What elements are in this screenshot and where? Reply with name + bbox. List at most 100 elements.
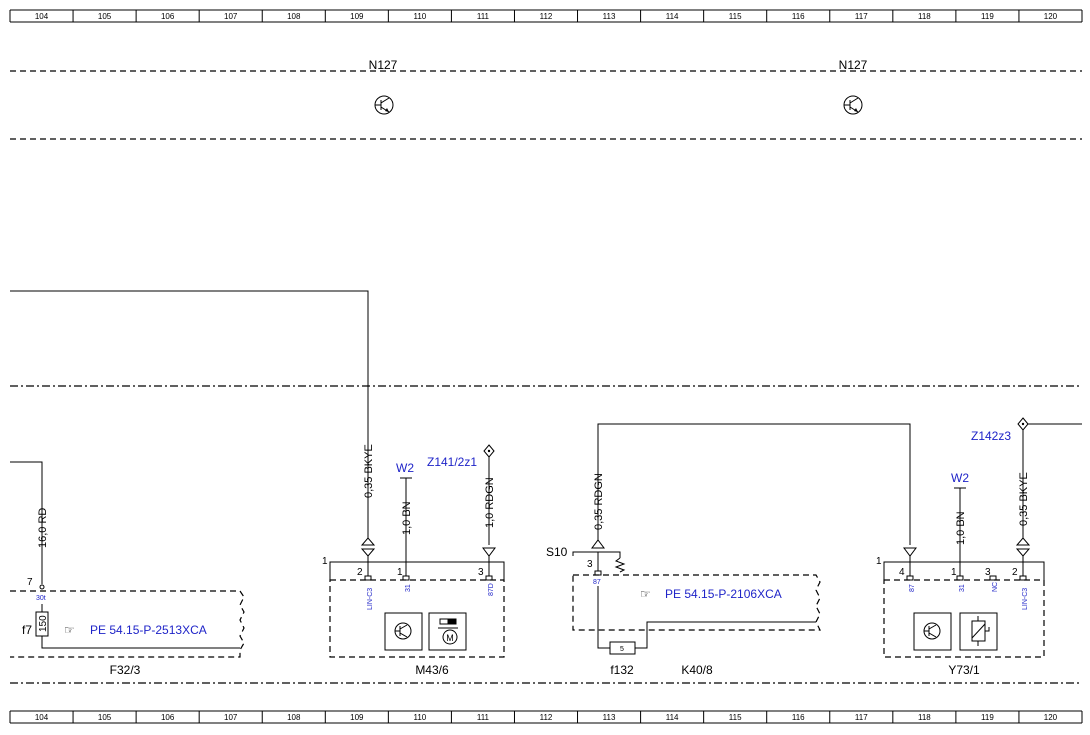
ruler-number: 120 — [1044, 713, 1058, 722]
reference-link-2106[interactable]: PE 54.15-P-2106XCA — [665, 587, 782, 601]
pin-label: 87 — [593, 579, 601, 586]
component-label-y73-1: Y73/1 — [948, 663, 980, 677]
ruler-number: 113 — [603, 12, 616, 21]
pin-label: 1 — [322, 556, 328, 567]
pin-label: 3 — [478, 567, 484, 578]
pin-label: 4 — [899, 567, 905, 578]
pin-label: 1 — [397, 567, 403, 578]
resistor-icon — [614, 557, 626, 573]
connector-w2-b[interactable]: W2 — [951, 471, 969, 485]
ruler-number: 117 — [855, 713, 868, 722]
component-box-y73-1[interactable] — [883, 579, 1045, 658]
ruler-number: 112 — [540, 713, 553, 722]
connector-arrow-icon — [591, 539, 605, 549]
pin-label: LIN-C3 — [367, 588, 374, 610]
component-label-k40-8: K40/8 — [681, 663, 713, 677]
pin-label: 3 — [985, 567, 991, 578]
ruler-number: 116 — [792, 12, 805, 21]
pin-label: 1 — [876, 556, 882, 567]
pin-label: 3 — [587, 559, 593, 570]
transistor-icon — [374, 95, 394, 115]
transistor-icon — [843, 95, 863, 115]
fuse-label-f132: f132 — [610, 663, 634, 677]
ruler-number: 109 — [350, 12, 364, 21]
ruler-number: 119 — [981, 713, 994, 722]
pin-label: 2 — [1012, 567, 1018, 578]
ruler-number: 111 — [477, 713, 490, 722]
ruler-number: 104 — [35, 713, 49, 722]
wire-label-rdgn-2: 0,35 RDGN — [593, 473, 605, 530]
ruler-number: 118 — [918, 713, 931, 722]
ruler-number: 110 — [413, 12, 426, 21]
ruler-number: 111 — [477, 12, 490, 21]
fuse-rating: 150 — [38, 615, 49, 632]
ruler-number: 110 — [413, 713, 426, 722]
ruler-number: 120 — [1044, 12, 1058, 21]
connector-arrow-icon — [482, 547, 496, 557]
component-label-m43-6: M43/6 — [415, 663, 449, 677]
ruler-number: 108 — [287, 713, 301, 722]
ruler-number: 107 — [224, 713, 238, 722]
valve-icon — [959, 612, 998, 651]
ruler-number: 115 — [729, 713, 742, 722]
pin-label: 31 — [405, 584, 412, 592]
ruler-number: 118 — [918, 12, 931, 21]
ruler-number: 115 — [729, 12, 742, 21]
wire-label-bn-2: 1,0 BN — [955, 511, 967, 545]
pin-label: NC — [992, 582, 999, 592]
pin-label: 7 — [27, 577, 33, 588]
component-label-n127-left: N127 — [369, 58, 398, 72]
reference-link-2513[interactable]: PE 54.15-P-2513XCA — [90, 623, 207, 637]
transistor-icon — [384, 612, 423, 651]
pin-label: 1 — [951, 567, 957, 578]
component-label-n127-right: N127 — [839, 58, 868, 72]
connector-arrow-icon — [360, 537, 376, 576]
ruler-number: 106 — [161, 713, 175, 722]
connector-w2-a[interactable]: W2 — [396, 461, 414, 475]
hand-pointer-icon: ☞ — [64, 623, 75, 637]
ruler-number: 119 — [981, 12, 994, 21]
ruler-number: 104 — [35, 12, 49, 21]
hand-pointer-icon: ☞ — [640, 587, 651, 601]
wire-label-bn-1: 1,0 BN — [401, 501, 413, 535]
motor-icon: M — [428, 612, 467, 651]
ruler-number: 114 — [666, 713, 679, 722]
connector-arrow-icon — [1015, 537, 1031, 576]
ruler-number: 107 — [224, 12, 238, 21]
ruler-number: 114 — [666, 12, 679, 21]
wire-rdgn-2[interactable] — [597, 423, 911, 545]
component-box-m43-6[interactable] — [329, 579, 505, 658]
ruler-number: 106 — [161, 12, 175, 21]
pin-label: 87D — [488, 583, 495, 596]
ruler-number: 105 — [98, 713, 112, 722]
wire-label-16rd: 16,0 RD — [37, 508, 49, 548]
connector-z141[interactable]: Z141/2z1 — [427, 455, 477, 469]
ruler-number: 108 — [287, 12, 301, 21]
ruler-number: 105 — [98, 12, 112, 21]
pin-label: 87 — [909, 584, 916, 592]
connector-z142[interactable]: Z142z3 — [971, 429, 1011, 443]
pin-label: 2 — [357, 567, 363, 578]
connector-arrow-icon — [903, 547, 917, 557]
fuse-icon — [35, 604, 240, 649]
transistor-icon — [913, 612, 952, 651]
wire-label-bkye-1: 0,35 BKYE — [363, 444, 375, 498]
ruler-top: 104 105 106 107 108 109 110 111 112 113 114 115 116 1… — [9, 9, 1083, 23]
pin-label: 30t — [36, 595, 46, 602]
wire-bkye-1[interactable] — [10, 290, 369, 545]
ruler-number: 117 — [855, 12, 868, 21]
ruler-number: 112 — [540, 12, 553, 21]
wire-16rd[interactable] — [10, 461, 43, 584]
component-label-f32-3: F32/3 — [110, 663, 141, 677]
wire-label-bkye-2: 0,35 BKYE — [1018, 472, 1030, 526]
wire-label-rdgn-1: 1,0 RDGN — [484, 477, 496, 528]
svg-text:M: M — [446, 633, 454, 643]
fuse-rating: 5 — [620, 646, 624, 653]
switch-label-s10: S10 — [546, 545, 568, 559]
pin-label: LIN-C3 — [1022, 588, 1029, 610]
fuse-label-f7: f7 — [22, 623, 32, 637]
ruler-number: 116 — [792, 713, 805, 722]
ruler-number: 113 — [603, 713, 616, 722]
